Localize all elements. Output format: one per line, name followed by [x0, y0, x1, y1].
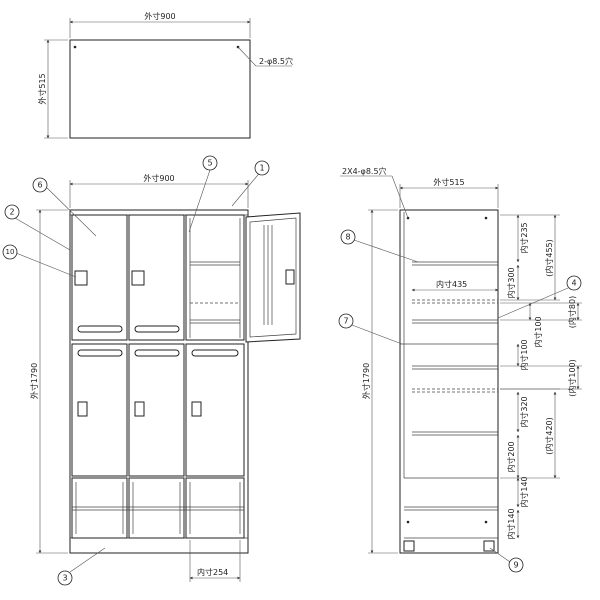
svg-text:7: 7 — [343, 317, 348, 326]
dim-100a: 内寸100 — [533, 316, 543, 347]
lock-5 — [191, 401, 202, 417]
top-view: 外寸900 外寸515 2-φ8.5穴 — [37, 11, 293, 139]
front-width-label: 外寸900 — [143, 173, 174, 183]
top-hole-label: 2-φ8.5穴 — [259, 56, 293, 66]
front-height-label: 外寸1790 — [29, 363, 39, 399]
svg-text:5: 5 — [207, 159, 212, 168]
foot-right — [483, 540, 495, 552]
handle-lower-3 — [191, 349, 239, 357]
top-view-outline — [69, 39, 251, 139]
lock-3 — [77, 401, 88, 417]
svg-text:8: 8 — [345, 233, 350, 242]
lock-2 — [131, 270, 145, 286]
front-view: 外寸900 外寸1790 内寸254 — [29, 173, 301, 582]
svg-text:3: 3 — [62, 574, 67, 583]
dim-80: (内寸80) — [567, 296, 577, 328]
lock-1 — [74, 270, 88, 286]
lock-4 — [134, 401, 145, 417]
cubby-1 — [71, 477, 128, 539]
callout-4 — [566, 275, 582, 291]
cubby-2 — [128, 477, 185, 539]
dim-100c: (内寸100) — [567, 359, 577, 397]
handle-lower-1 — [77, 349, 123, 357]
callout-10 — [2, 244, 18, 260]
callouts: 1 5 6 2 10 3 8 7 4 9 — [2, 155, 582, 586]
callout-5 — [202, 155, 218, 171]
dim-200: 内寸200 — [506, 441, 516, 472]
svg-text:9: 9 — [513, 561, 518, 570]
dim-140a: 内寸140 — [519, 476, 529, 507]
side-inner-depth-label: 内寸435 — [436, 279, 467, 289]
open-compartment — [185, 214, 245, 341]
svg-text:6: 6 — [37, 181, 42, 190]
callout-3 — [57, 570, 73, 586]
dim-420: (内寸420) — [544, 417, 554, 455]
svg-text:2: 2 — [9, 208, 14, 217]
open-door — [245, 212, 301, 343]
callout-1 — [254, 160, 270, 176]
side-width-label: 外寸515 — [433, 177, 464, 187]
svg-text:1: 1 — [259, 164, 264, 173]
callout-2 — [4, 204, 20, 220]
dim-235: 内寸235 — [519, 222, 529, 253]
callout-7 — [338, 313, 354, 329]
handle-lower-2 — [134, 349, 180, 357]
callout-6 — [32, 177, 48, 193]
handle-upper-2 — [134, 325, 180, 333]
front-inner-width-label: 内寸254 — [197, 567, 228, 577]
dim-100b: 内寸100 — [519, 339, 529, 370]
foot-left — [403, 540, 415, 552]
handle-upper-1 — [77, 325, 123, 333]
top-width-label: 外寸900 — [144, 11, 175, 21]
top-hole-left — [73, 45, 77, 49]
cubby-3 — [185, 477, 245, 539]
svg-text:4: 4 — [571, 279, 576, 288]
dim-455: (内寸455) — [544, 239, 554, 277]
side-height-label: 外寸1790 — [361, 363, 371, 399]
svg-text:10: 10 — [6, 248, 15, 256]
dim-320: 内寸320 — [519, 396, 529, 427]
side-body-outline — [399, 209, 499, 554]
callout-9 — [508, 557, 524, 573]
callout-8 — [340, 229, 356, 245]
dim-140b: 内寸140 — [506, 508, 516, 539]
side-view: 外寸515 2X4-φ8.5穴 外寸1790 内寸435 内寸235 内寸300… — [340, 166, 582, 554]
side-hole-label: 2X4-φ8.5穴 — [342, 166, 387, 176]
dim-300: 内寸300 — [506, 267, 516, 298]
open-door-lock — [285, 269, 295, 285]
top-depth-label: 外寸515 — [37, 73, 47, 104]
